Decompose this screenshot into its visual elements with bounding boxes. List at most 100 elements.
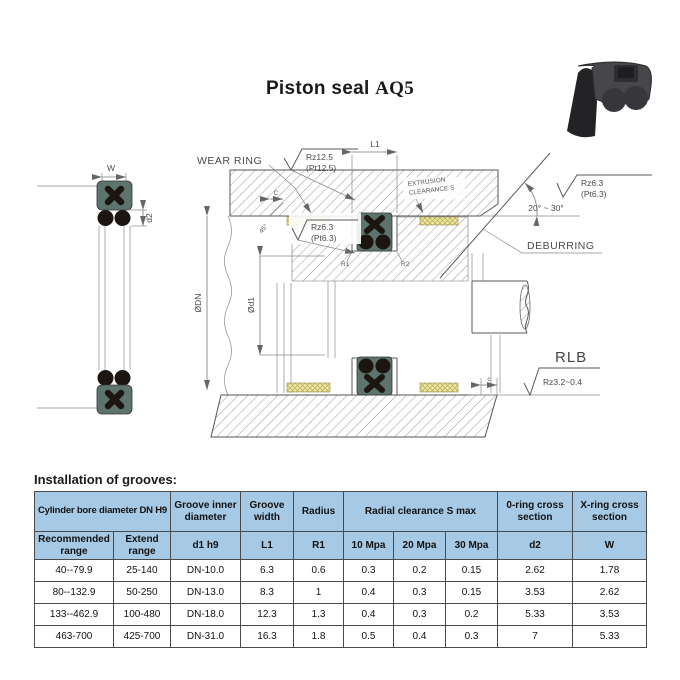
rz6-3-chamfer-value: Rz6.3 [581,178,603,188]
wear-ring-strip [419,216,459,226]
cell: 0.4 [343,603,394,626]
grooves-table: Cylinder bore diameter DN H9 Groove inne… [34,491,648,648]
dim-dn-label: ØDN [193,294,203,313]
cell: 3.53 [572,603,648,626]
col-d2: d2 [497,531,574,560]
col-cylinder-bore: Cylinder bore diameter DN H9 [34,491,171,532]
col-30mpa: 30 Mpa [444,531,499,560]
cell: 40--79.9 [34,559,114,582]
deburring-label: DEBURRING [527,240,595,252]
angle-range-label: 20° ~ 30° [528,203,563,213]
seal-free-section-view: W d2 [37,163,154,415]
chamfer-45-label: 45° [257,222,270,235]
table-section-title: Installation of grooves: [34,472,178,487]
col-groove-width: Groove width [240,491,294,532]
col-extend-range: Extend range [113,531,171,560]
cell: DN-18.0 [170,603,241,626]
radius-r2-label: R2 [401,261,410,268]
wear-ring-label: WEAR RING [197,155,262,167]
extrusion-clearance-callout: EXTRUSION CLEARANCE S [403,176,465,214]
header-row-1: Cylinder bore diameter DN H9 Groove inne… [34,491,648,532]
ring-break-lines [98,226,131,370]
xring-x-bottom [104,389,125,410]
cell: 3.53 [497,581,574,604]
rlb-label: RLB [555,349,587,366]
oring-section [114,370,131,386]
col-radius: Radius [293,491,344,532]
cell: 0.2 [393,559,446,582]
cell: 1.8 [293,625,344,648]
col-groove-inner: Groove inner diameter [170,491,241,532]
cell: 425-700 [113,625,171,648]
cell: 0.5 [343,625,394,648]
chamfer-c-label: C [274,190,279,197]
dim-w-label: W [107,163,115,173]
pt6-3-groove-value: (Pt6.3) [311,233,337,243]
dimension-annotations: L1 ØDN Ød1 c R1 R2 [193,139,498,395]
cell: 50-250 [113,581,171,604]
callout-annotations: WEAR RING Rz12.5 (Pt12.5) Rz6.3 (Pt6.3) [197,148,652,397]
cell: 463-700 [34,625,114,648]
col-10mpa: 10 Mpa [343,531,394,560]
xring-x-top [104,185,125,206]
cell: 80--132.9 [34,581,114,604]
cell: 5.33 [572,625,648,648]
technical-drawing: W d2 [37,139,652,438]
cell: 0.2 [444,603,499,626]
cell: 1 [293,581,344,604]
cell: 0.3 [393,581,446,604]
col-r1: R1 [293,531,344,560]
header-row-2: Recommended range Extend range d1 h9 L1 … [34,531,648,560]
cell: 5.33 [497,603,574,626]
oring-section [97,370,114,386]
table-row: 80--132.9 50-250 DN-13.0 8.3 1 0.4 0.3 0… [34,581,648,604]
rz3-2-value: Rz3.2~0.4 [543,377,582,387]
rod-surface-callout: RLB Rz3.2~0.4 [523,349,600,397]
table-row: 463-700 425-700 DN-31.0 16.3 1.8 0.5 0.4… [34,625,648,648]
col-d1-h9: d1 h9 [170,531,241,560]
piston-seal-top [356,212,393,252]
extrusion-label-1: EXTRUSION [407,176,446,188]
col-w: W [572,531,648,560]
table-row: 133--462.9 100-480 DN-18.0 12.3 1.3 0.4 … [34,603,648,626]
deburring-callout: DEBURRING [482,228,602,254]
cell: 0.3 [393,603,446,626]
section-break-wavy [224,215,232,396]
cell: 100-480 [113,603,171,626]
cell: 0.6 [293,559,344,582]
dim-d2-label: d2 [144,213,154,223]
col-20mpa: 20 Mpa [393,531,446,560]
cell: DN-13.0 [170,581,241,604]
pt12-5-value: (Pt12.5) [306,163,336,173]
cell: 0.3 [444,625,499,648]
surface-finish-rz12-5: Rz12.5 (Pt12.5) [283,148,358,201]
col-oring-cross: 0-ring cross section [497,491,574,532]
col-recommended-range: Recommended range [34,531,114,560]
cell: 16.3 [240,625,294,648]
cell: 0.15 [444,581,499,604]
col-radial-clearance: Radial clearance S max [342,491,499,532]
oring-section [97,210,114,226]
piston-seal-bottom [356,356,393,396]
cell: DN-31.0 [170,625,241,648]
col-l1: L1 [240,531,294,560]
seal-photo-shape [567,61,652,138]
cell: 12.3 [240,603,294,626]
cell: 1.3 [293,603,344,626]
cylinder-wall-bottom [210,394,498,438]
pt6-3-chamfer-value: (Pt6.3) [581,189,607,199]
cell: 0.4 [393,625,446,648]
surface-finish-rz6-3-groove: Rz6.3 (Pt6.3) [289,213,361,254]
wear-ring-strip [286,382,331,393]
col-xring-cross: X-ring cross section [572,491,648,532]
title-product-code: AQ5 [375,78,415,99]
cell: 2.62 [497,559,574,582]
rz12-5-value: Rz12.5 [306,152,333,162]
table-row: 40--79.9 25-140 DN-10.0 6.3 0.6 0.3 0.2 … [34,559,648,582]
cell: DN-10.0 [170,559,241,582]
radius-r1-label: R1 [341,261,350,268]
piston-rod [471,280,531,334]
title-main: Piston seal [265,78,370,99]
cell: 0.3 [343,559,394,582]
